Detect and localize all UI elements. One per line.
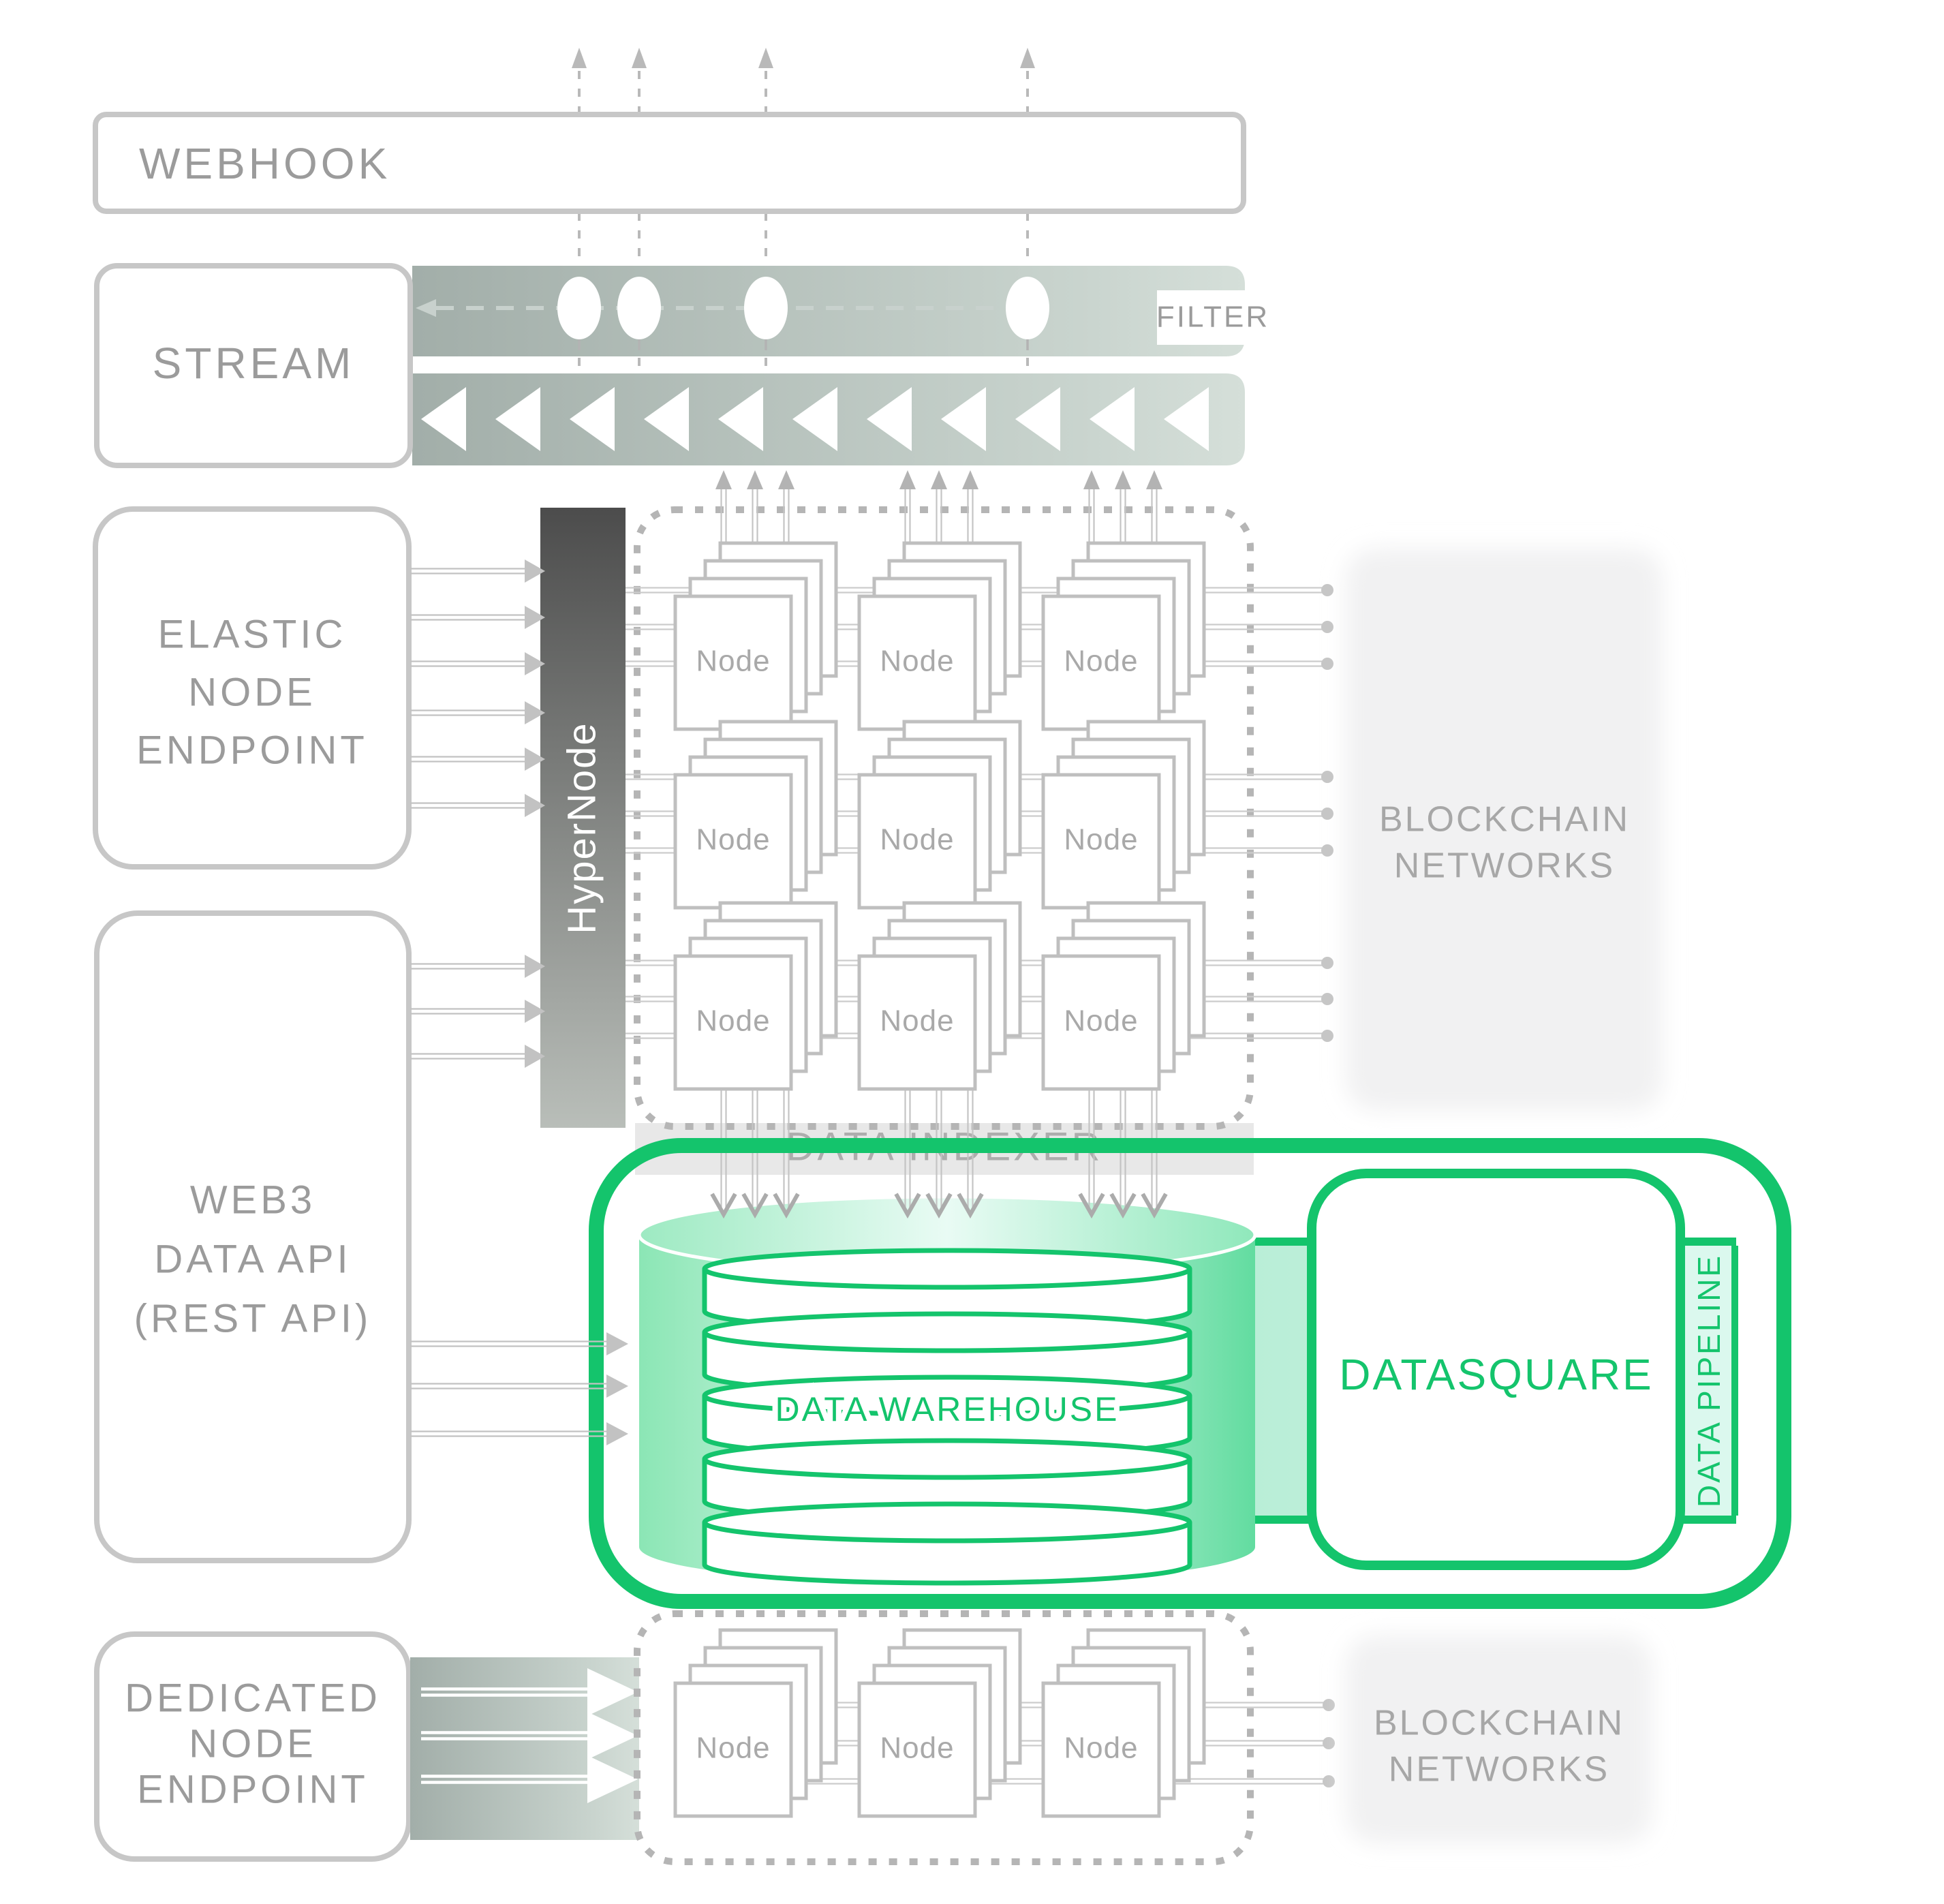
grid-row-lines [624,584,1333,1042]
data-warehouse-cylinder: DATA WAREHOUSE [637,1195,1257,1586]
datasquare-box: DATASQUARE [1307,1169,1685,1570]
webhook-label: WEBHOOK [139,139,390,188]
hypernode-label: HyperNode [559,722,604,934]
filter-label-box [1157,290,1269,345]
blockchain-networks-bottom: BLOCKCHAIN NETWORKS [1346,1636,1652,1843]
webhook-box: WEBHOOK [93,112,1246,214]
network-endpoint-dots-bottom [1323,1699,1335,1787]
stream-bar [412,373,1245,465]
dedicated-label-3: ENDPOINT [137,1767,369,1811]
elastic-label-1: ELASTIC [158,612,347,656]
filter-bar: FILTER [412,266,1269,356]
stream-dots [557,277,1049,339]
datasquare-platform-outline [589,1138,1791,1609]
dedicated-node-endpoint-box: DEDICATED NODE ENDPOINT [94,1631,412,1862]
blockchain-bottom-label-1: BLOCKCHAIN [1374,1704,1624,1743]
elastic-arrows [409,558,546,818]
stream-label: STREAM [153,339,355,388]
elastic-node-endpoint-box: ELASTIC NODE ENDPOINT [93,506,412,870]
stream-triangles [421,387,1209,451]
bottom-row-lines [680,1699,1335,1787]
elastic-label-3: ENDPOINT [136,728,368,772]
warehouse-disks [702,1248,1192,1586]
blockchain-bottom-label-2: NETWORKS [1389,1750,1609,1790]
web3-label-1: WEB3 [190,1178,315,1222]
data-pipeline-strip: DATA PIPELINE [1691,1246,1738,1516]
datasquare-label: DATASQUARE [1339,1350,1653,1399]
node-grid [675,543,1204,1089]
network-endpoint-dots [1321,584,1333,1042]
web3-top-arrows [409,953,546,1069]
node-grid-container [634,506,1254,1130]
blockchain-networks-top: BLOCKCHAIN NETWORKS [1346,549,1663,1111]
blockchain-top-label-1: BLOCKCHAIN [1379,800,1630,840]
dedicated-label-2: NODE [189,1721,317,1766]
web3-data-api-box: WEB3 DATA API (REST API) [94,910,412,1563]
hypernode-bar: HyperNode [540,508,626,1128]
filter-label: FILTER [1156,301,1269,334]
dedicated-node-container [634,1610,1254,1865]
blockchain-top-label-2: NETWORKS [1394,846,1615,886]
elastic-label-2: NODE [188,670,316,714]
data-warehouse-label: DATA WAREHOUSE [775,1390,1119,1428]
dedicated-label-1: DEDICATED [125,1676,381,1720]
data-pipeline-label: DATA PIPELINE [1691,1254,1727,1507]
web3-label-3: (REST API) [134,1296,372,1340]
web3-label-2: DATA API [154,1237,351,1281]
stream-box: STREAM [94,263,413,468]
dedicated-node-row [675,1630,1204,1816]
dedicated-band [410,1657,639,1840]
filter-dashed-arrow [416,299,1022,317]
